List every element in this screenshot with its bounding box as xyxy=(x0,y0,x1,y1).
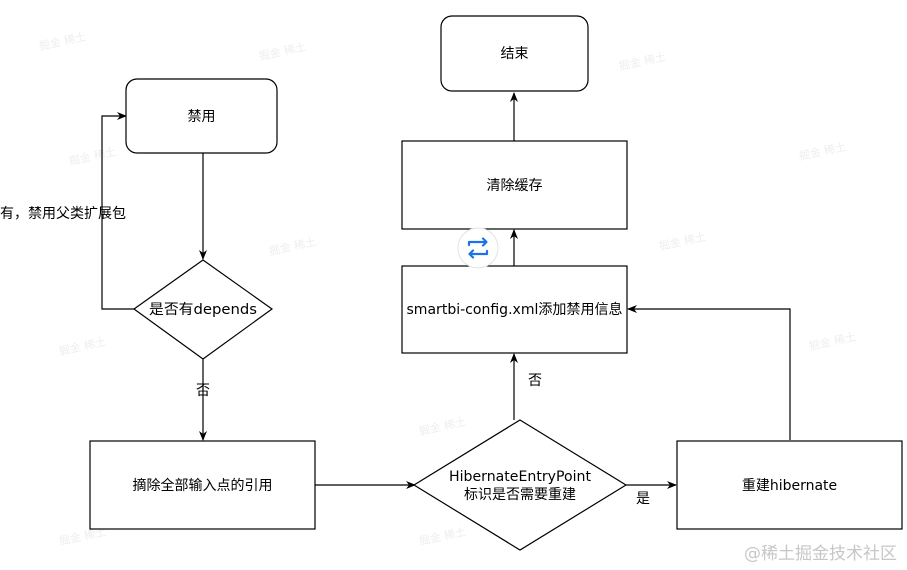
node-clear-cache: 清除缓存 xyxy=(401,140,628,230)
config-add-shape xyxy=(401,265,628,354)
rebuild-shape xyxy=(676,440,903,530)
node-has-depends: 是否有depends xyxy=(132,259,274,360)
watermark-faint: 掘金 稀土 xyxy=(418,414,467,438)
node-config-add: smartbi-config.xml添加禁用信息 xyxy=(401,265,628,354)
watermark-faint: 掘金 稀土 xyxy=(258,39,307,63)
end-label: 结束 xyxy=(501,46,529,62)
edge-label-hib-no: 否 xyxy=(528,373,542,389)
watermark-faint: 掘金 稀土 xyxy=(618,49,667,73)
node-rebuild-hibernate: 重建hibernate xyxy=(676,440,903,530)
has-depends-label: 是否有depends xyxy=(149,302,257,318)
watermark-faint: 掘金 稀土 xyxy=(798,139,847,163)
edges xyxy=(101,92,791,489)
edge-label-hib-yes: 是 xyxy=(636,491,650,507)
node-hibernate-check: HibernateEntryPoint 标识是否需要重建 xyxy=(412,419,628,551)
watermark-faint: 掘金 稀土 xyxy=(658,229,707,253)
end-shape xyxy=(440,15,589,92)
hibernate-check-label-line2: 标识是否需要重建 xyxy=(464,487,576,503)
watermark-faint: 掘金 稀土 xyxy=(58,334,107,358)
rebuild-label: 重建hibernate xyxy=(742,478,837,494)
sync-badge-background[interactable] xyxy=(457,227,499,269)
sync-badge[interactable] xyxy=(457,227,499,269)
hibernate-check-label-line1: HibernateEntryPoint xyxy=(449,469,592,485)
disable-label: 禁用 xyxy=(188,109,216,125)
config-add-label: smartbi-config.xml添加禁用信息 xyxy=(407,301,623,318)
watermark-faint: 掘金 稀土 xyxy=(418,524,467,548)
node-remove-refs: 摘除全部输入点的引用 xyxy=(89,440,316,530)
clear-cache-shape xyxy=(401,140,628,230)
remove-refs-shape xyxy=(89,440,316,530)
watermark-faint: 掘金 稀土 xyxy=(38,29,87,53)
disable-shape xyxy=(125,78,278,154)
has-depends-shape xyxy=(132,259,274,360)
edge-label-depends-no: 否 xyxy=(196,383,210,399)
node-end: 结束 xyxy=(440,15,589,92)
watermark-faint: 掘金 稀土 xyxy=(68,144,117,168)
edge-rebuild-to-config xyxy=(627,305,791,440)
edge-label-depends-yes: 有，禁用父类扩展包 xyxy=(0,206,126,222)
clear-cache-label: 清除缓存 xyxy=(487,178,543,194)
watermark-faint: 掘金 稀土 xyxy=(268,234,317,258)
watermark-faint: 掘金 稀土 xyxy=(808,329,857,353)
remove-refs-label: 摘除全部输入点的引用 xyxy=(133,477,273,494)
sync-icon xyxy=(467,237,489,259)
edge-depends-yes-loop xyxy=(101,112,134,310)
hibernate-check-shape xyxy=(412,419,628,551)
site-watermark: @稀土掘金技术社区 xyxy=(744,544,897,564)
node-disable: 禁用 xyxy=(125,78,278,154)
